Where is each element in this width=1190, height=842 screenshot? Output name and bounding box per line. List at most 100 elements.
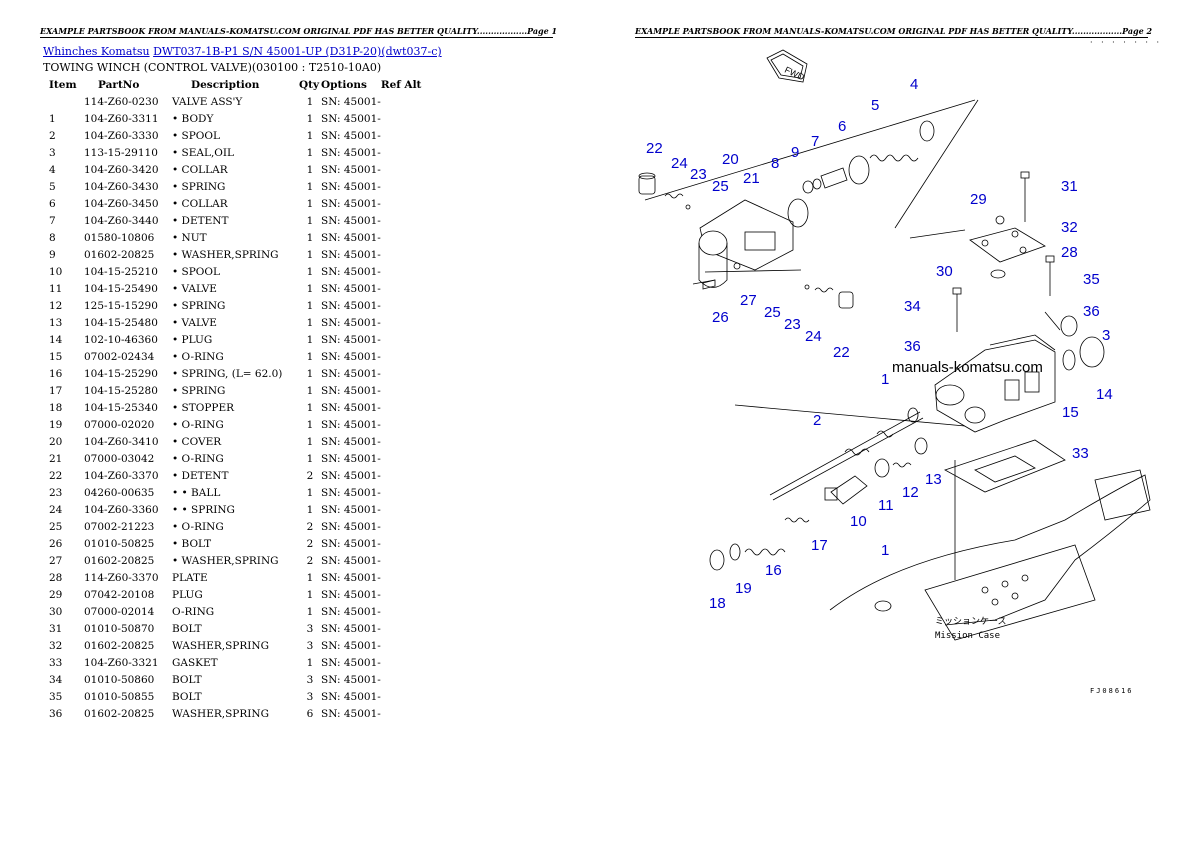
cell-options: SN: 45001- bbox=[321, 180, 381, 193]
cell-options: SN: 45001- bbox=[321, 503, 381, 516]
callout-19: 19 bbox=[735, 580, 752, 597]
cell-ref-alt bbox=[381, 620, 422, 637]
cell-partno: 104-Z60-3450 bbox=[84, 197, 159, 210]
callout-26: 26 bbox=[712, 309, 729, 326]
callout-1-body: 1 bbox=[881, 371, 889, 388]
col-qty: Qty bbox=[299, 78, 320, 91]
spool-2-shape bbox=[769, 407, 924, 501]
cell-partno: 07002-02434 bbox=[84, 350, 155, 363]
cell-options: SN: 45001- bbox=[321, 673, 381, 686]
col-description: Description bbox=[191, 78, 260, 91]
cell-ref-alt bbox=[381, 467, 422, 484]
mission-case-shape bbox=[829, 469, 1151, 641]
cell-options: SN: 45001- bbox=[321, 554, 381, 567]
cell-item: 27 bbox=[49, 554, 63, 567]
category-link[interactable]: Whinches Komatsu bbox=[43, 45, 150, 58]
cell-ref-alt bbox=[381, 399, 422, 416]
cell-item: 2 bbox=[49, 129, 56, 142]
cell-item: 20 bbox=[49, 435, 63, 448]
callout-2: 2 bbox=[813, 412, 821, 429]
cell-description: • BOLT bbox=[172, 537, 212, 550]
cell-options: SN: 45001- bbox=[321, 520, 381, 533]
cell-partno: 104-Z60-3430 bbox=[84, 180, 159, 193]
cell-qty: 1 bbox=[306, 350, 314, 363]
callout-21: 21 bbox=[743, 170, 760, 187]
callout-27: 27 bbox=[740, 292, 757, 309]
cell-qty: 1 bbox=[306, 146, 314, 159]
cell-item: 35 bbox=[49, 690, 63, 703]
model-link[interactable]: DWT037-1B-P1 S/N 45001-UP (D31P-20)(dwt0… bbox=[153, 45, 442, 58]
cell-description: • BODY bbox=[172, 112, 214, 125]
cell-qty: 2 bbox=[306, 537, 314, 550]
figure-code: FJ08616 bbox=[1090, 687, 1134, 695]
cell-ref-alt bbox=[381, 314, 422, 331]
cell-item: 13 bbox=[49, 316, 63, 329]
cell-ref-alt bbox=[381, 688, 422, 705]
callout-18: 18 bbox=[709, 595, 726, 612]
callout-30: 30 bbox=[936, 263, 953, 280]
cell-description: • O-RING bbox=[172, 520, 224, 533]
cell-item: 36 bbox=[49, 707, 63, 720]
cell-item: 5 bbox=[49, 180, 56, 193]
cell-item bbox=[43, 93, 84, 110]
cell-ref-alt bbox=[381, 144, 422, 161]
callout-15: 15 bbox=[1062, 404, 1079, 421]
callout-35: 35 bbox=[1083, 271, 1100, 288]
section-title: TOWING WINCH (CONTROL VALVE)(030100 : T2… bbox=[43, 61, 382, 74]
cell-options: SN: 45001- bbox=[321, 146, 381, 159]
callout-20: 20 bbox=[722, 151, 739, 168]
cell-description: • SEAL,OIL bbox=[172, 146, 235, 159]
callout-5: 5 bbox=[871, 97, 879, 114]
cell-options: SN: 45001- bbox=[321, 350, 381, 363]
cell-options: SN: 45001- bbox=[321, 248, 381, 261]
cell-description: BOLT bbox=[172, 622, 202, 635]
page-2-header: EXAMPLE PARTSBOOK FROM MANUALS-KOMATSU.C… bbox=[635, 26, 1153, 38]
callout-1: 1 bbox=[881, 542, 889, 559]
cell-qty: 1 bbox=[306, 163, 314, 176]
cell-description: • PLUG bbox=[172, 333, 213, 346]
cell-ref-alt bbox=[381, 212, 422, 229]
cell-partno: 104-Z60-3370 bbox=[84, 469, 159, 482]
cell-ref-alt bbox=[381, 382, 422, 399]
cell-options: SN: 45001- bbox=[321, 418, 381, 431]
cell-description: • O-RING bbox=[172, 452, 224, 465]
callout-24b: 24 bbox=[805, 328, 822, 345]
cell-options: SN: 45001- bbox=[321, 690, 381, 703]
cell-options: SN: 45001- bbox=[321, 316, 381, 329]
cell-partno: 114-Z60-0230 bbox=[84, 95, 159, 108]
cell-item: 4 bbox=[49, 163, 56, 176]
spool-stack-shape bbox=[802, 120, 935, 194]
cell-ref-alt bbox=[381, 297, 422, 314]
cell-item: 12 bbox=[49, 299, 63, 312]
cell-options: SN: 45001- bbox=[321, 656, 381, 669]
mission-case-jp-label: ミッションケース bbox=[935, 616, 1007, 627]
cell-ref-alt bbox=[381, 127, 422, 144]
cell-options: SN: 45001- bbox=[321, 622, 381, 635]
cell-partno: 104-15-25290 bbox=[84, 367, 158, 380]
parts-table-header: Item PartNo Description Qty Options Ref … bbox=[43, 76, 421, 93]
cell-qty: 3 bbox=[306, 690, 314, 703]
cover-20-shape bbox=[698, 199, 794, 288]
cell-ref-alt bbox=[381, 433, 422, 450]
callout-34: 34 bbox=[904, 298, 921, 315]
cell-options: SN: 45001- bbox=[321, 469, 381, 482]
cell-qty: 1 bbox=[306, 231, 314, 244]
cell-item: 16 bbox=[49, 367, 63, 380]
cell-qty: 1 bbox=[306, 316, 314, 329]
cell-partno: 104-15-25490 bbox=[84, 282, 158, 295]
